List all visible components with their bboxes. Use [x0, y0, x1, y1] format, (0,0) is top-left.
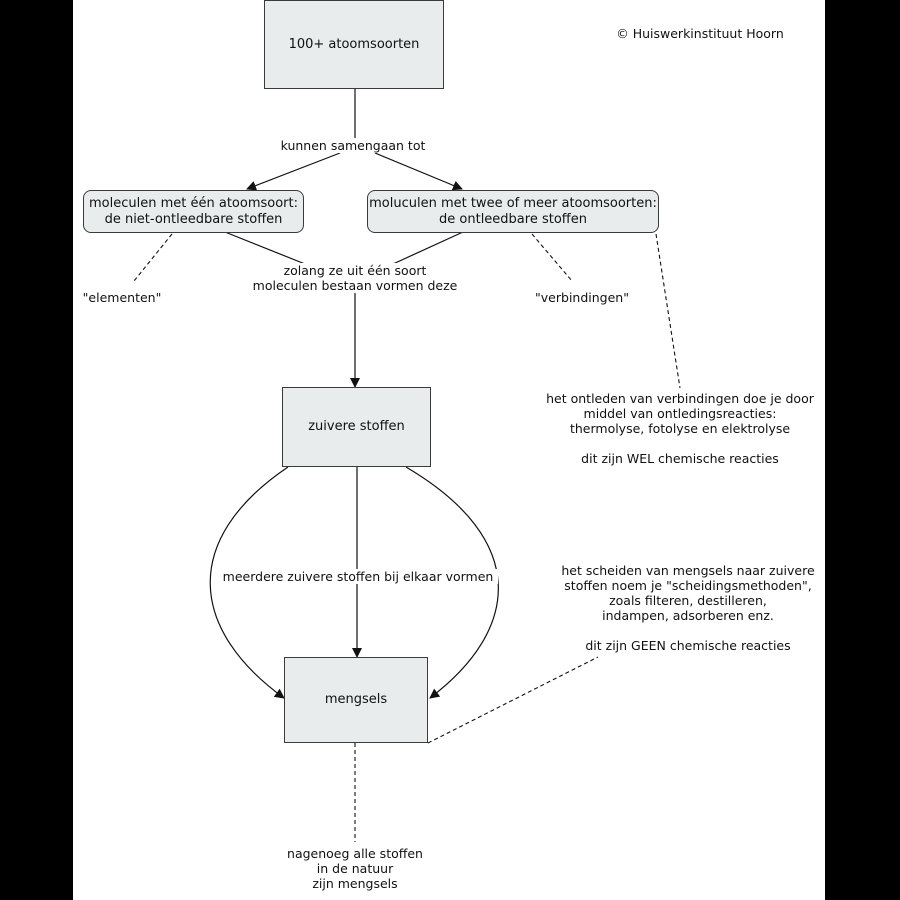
- node-molecules-one-line2: de niet-ontleedbare stoffen: [104, 211, 283, 227]
- arrow-pure-mixtures-right: [405, 466, 499, 699]
- node-pure-label: zuivere stoffen: [308, 419, 405, 434]
- note-nature-line1: nagenoeg alle stoffen: [287, 846, 423, 861]
- note-compounds: "verbindingen": [535, 290, 629, 305]
- dash-compounds: [531, 233, 573, 282]
- label-single-line2: moleculen bestaan vormen deze: [252, 278, 458, 293]
- label-single-line1: zolang ze uit één soort: [283, 263, 427, 278]
- note-decompose-line1: het ontleden van verbindingen doe je doo…: [546, 391, 814, 406]
- note-separate-line4: indampen, adsorberen enz.: [602, 608, 774, 623]
- note-decompose: het ontleden van verbindingen doe je doo…: [540, 391, 820, 466]
- note-separate-line3: zoals filteren, destilleren,: [609, 593, 767, 608]
- label-single-type: zolang ze uit één soort moleculen bestaa…: [248, 263, 462, 293]
- node-atoms-label: 100+ atoomsoorten: [288, 36, 420, 52]
- copyright-label: © Huiswerkinstituut Hoorn: [616, 26, 784, 41]
- note-nature-line3: zijn mengsels: [312, 876, 398, 891]
- node-pure-substances: zuivere stoffen: [282, 387, 431, 467]
- node-mixtures: mengsels: [284, 657, 428, 743]
- note-separate-line1: het scheiden van mengsels naar zuivere: [561, 563, 815, 578]
- label-combine: kunnen samengaan tot: [278, 138, 428, 153]
- note-separate: het scheiden van mengsels naar zuivere s…: [552, 563, 824, 653]
- node-molecules-multi-line2: de ontleedbare stoffen: [439, 211, 587, 227]
- arrow-to-mol-one: [246, 152, 341, 191]
- dash-separate: [427, 656, 599, 744]
- note-decompose-line4: dit zijn WEL chemische reacties: [581, 451, 779, 466]
- note-decompose-line2: middel van ontledingsreacties:: [583, 406, 777, 421]
- node-molecules-multi-line1: moluculen met twee of meer atoomsoorten:: [369, 195, 657, 211]
- note-nature: nagenoeg alle stoffen in de natuur zijn …: [270, 846, 440, 891]
- note-separate-line5: dit zijn GEEN chemische reacties: [585, 638, 791, 653]
- diagram-canvas: [73, 0, 825, 900]
- node-molecules-one-line1: moleculen met één atoomsoort:: [89, 195, 298, 211]
- label-several: meerdere zuivere stoffen bij elkaar vorm…: [218, 569, 498, 584]
- node-molecules-multi-type: moluculen met twee of meer atoomsoorten:…: [367, 190, 659, 233]
- note-decompose-line3: thermolyse, fotolyse en elektrolyse: [569, 421, 791, 436]
- edge-mol-multi-converge: [392, 231, 464, 265]
- note-elements: "elementen": [82, 290, 162, 305]
- note-separate-line2: stoffen noem je "scheidingsmethoden",: [564, 578, 812, 593]
- edge-mol-one-converge: [224, 231, 306, 265]
- dash-decompose: [655, 233, 681, 389]
- node-molecules-one-type: moleculen met één atoomsoort: de niet-on…: [83, 190, 304, 233]
- node-atoms: 100+ atoomsoorten: [264, 0, 444, 89]
- arrow-pure-mixtures-left: [209, 466, 289, 699]
- note-nature-line2: in de natuur: [316, 861, 394, 876]
- dash-elements: [133, 233, 173, 282]
- arrow-to-mol-multi: [374, 152, 463, 191]
- node-mixtures-label: mengsels: [324, 692, 388, 707]
